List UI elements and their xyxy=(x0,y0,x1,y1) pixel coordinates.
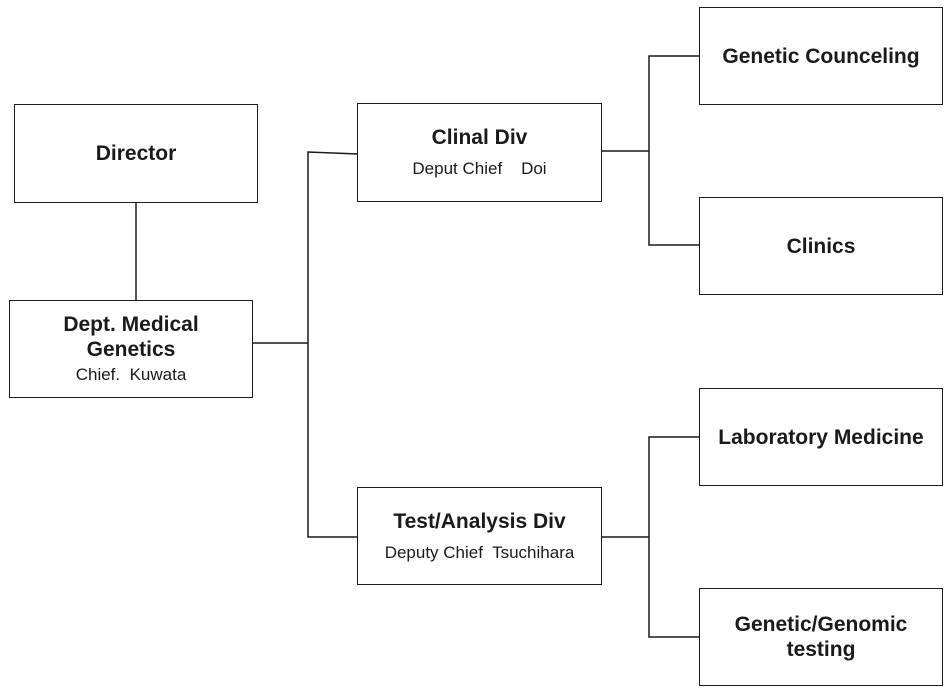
genetic-genomic-testing-box: Genetic/Genomic testing xyxy=(699,588,943,686)
dept-chief: Chief. Kuwata xyxy=(75,365,187,384)
dept-title: Dept. Medical Genetics xyxy=(63,313,199,361)
connector-clinical-children xyxy=(648,55,700,246)
laboratory-medicine-box: Laboratory Medicine xyxy=(699,388,943,486)
genetic-genomic-testing-title: Genetic/Genomic testing xyxy=(734,613,908,661)
test-analysis-div-box: Test/Analysis Div Deputy Chief Tsuchihar… xyxy=(357,487,602,585)
test-div-title: Test/Analysis Div xyxy=(393,509,566,533)
test-div-chief: Deputy Chief Tsuchihara xyxy=(384,542,575,562)
clinical-div-chief: Deput Chief Doi xyxy=(412,159,547,178)
clinics-box: Clinics xyxy=(699,197,943,295)
director-box: Director xyxy=(14,104,258,203)
clinical-div-box: Clinal Div Deput Chief Doi xyxy=(357,103,602,202)
connector-test-children xyxy=(648,436,700,638)
laboratory-medicine-title: Laboratory Medicine xyxy=(718,425,924,449)
clinics-title: Clinics xyxy=(786,234,856,258)
dept-medical-genetics-box: Dept. Medical Genetics Chief. Kuwata xyxy=(9,300,253,398)
genetic-counseling-title: Genetic Counceling xyxy=(722,44,920,68)
director-title: Director xyxy=(95,142,177,165)
connector-trunk-divisions xyxy=(307,151,359,538)
genetic-counseling-box: Genetic Counceling xyxy=(699,7,943,105)
clinical-div-title: Clinal Div xyxy=(431,126,528,149)
